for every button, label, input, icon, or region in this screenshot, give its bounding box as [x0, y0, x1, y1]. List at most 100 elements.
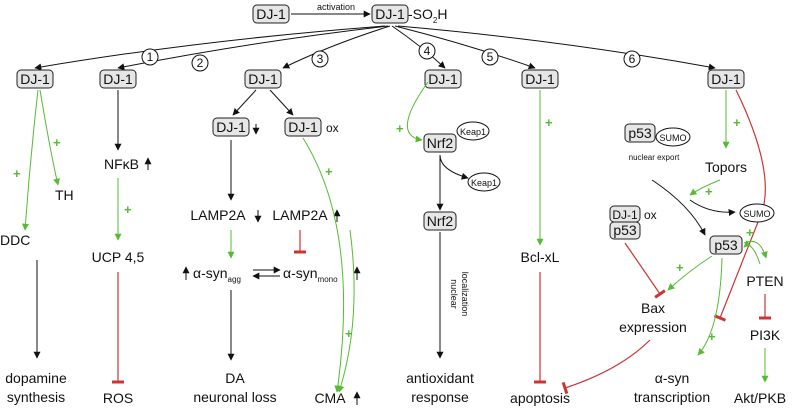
pathway-number-1: 1 — [147, 50, 154, 64]
p6-pten-to-p53-arrow — [743, 240, 761, 265]
pathway-number-5: 5 — [487, 50, 494, 64]
p5-dj1-box — [521, 69, 559, 89]
p1-out-line2: synthesis — [7, 389, 65, 405]
p1-plus-ddc: + — [13, 166, 21, 181]
p6-inhibit-bax — [624, 242, 666, 299]
p4-loc-line1: nuclear — [449, 279, 459, 309]
p6-sumo-b-label: SUMO — [744, 209, 771, 219]
pathway-number-2: 2 — [197, 56, 204, 70]
p2-nfkb: NFκB — [104, 156, 139, 172]
pathway-number-4: 4 — [424, 44, 431, 58]
p3-dj1-ox-label: DJ-1 — [288, 119, 318, 135]
p6-p53-box — [624, 123, 656, 143]
pathway-number-3: 3 — [317, 52, 324, 66]
p3-ox-to-cma-arrow — [302, 137, 345, 393]
p3-dj1-low-label: DJ-1 — [216, 119, 246, 135]
dj1-activated-label: DJ-1 — [375, 6, 405, 22]
p5-plus-bcl: + — [545, 115, 553, 130]
p2-ucp: UCP 4,5 — [92, 249, 145, 265]
p2-ros: ROS — [103, 390, 133, 406]
p6-asyn-line1: α-syn — [655, 370, 690, 386]
p1-dj1-box — [16, 69, 54, 89]
p3-lamp-down: LAMP2A — [190, 207, 246, 223]
p6-p53-b-label: p53 — [613, 222, 637, 238]
p1-out-line1: dopamine — [5, 370, 67, 386]
p4-out-line2: response — [411, 389, 469, 405]
p3-dj1-label: DJ-1 — [248, 71, 278, 87]
dj1-source-label: DJ-1 — [256, 6, 286, 22]
p4-loc-line2: localization — [460, 272, 470, 317]
p1-to-th-arrow — [39, 89, 61, 186]
p6-bax-line2: expression — [619, 319, 687, 335]
p3-out-line2: neuronal loss — [193, 389, 276, 405]
pathway-numbers: 1 2 3 4 5 6 — [141, 42, 641, 72]
p1-to-ddc-arrow — [21, 89, 39, 231]
p6-topors: Topors — [705, 159, 747, 175]
p1-dj1-label: DJ-1 — [20, 71, 50, 87]
p6-p53-b-box — [609, 221, 641, 240]
p3-ox-tag: ox — [326, 121, 339, 135]
p3-dj1-ox-box — [284, 117, 322, 137]
p6-akt: Akt/PKB — [734, 390, 786, 406]
pathway-fan-arrows — [34, 25, 716, 71]
p3-asyn-agg: α-synagg — [193, 265, 241, 284]
dj1-activated-box — [371, 4, 409, 24]
p4-nrf2-b-label: Nrf2 — [427, 213, 454, 229]
p6-bax-inhibit-apoptosis — [561, 339, 651, 395]
p5-dj1-label: DJ-1 — [525, 71, 555, 87]
p4-dj1-label: DJ-1 — [428, 71, 458, 87]
p2-plus-ucp: + — [124, 202, 132, 217]
p1-th: TH — [55, 187, 74, 203]
p3-out-line1: DA — [225, 370, 245, 386]
p6-p53-c-box — [709, 235, 743, 255]
p4-to-keap1-b-arrow — [439, 154, 469, 180]
p6-export-to-p53-arrow — [651, 179, 706, 236]
p3-lamp-up: LAMP2A — [272, 207, 328, 223]
p6-p53-to-bax-arrow — [667, 255, 713, 291]
p4-keap1-b: Keap1 — [471, 178, 497, 188]
p2-dj1-label: DJ-1 — [103, 71, 133, 87]
p6-dj1-label: DJ-1 — [711, 71, 741, 87]
p6-pi3k: PI3K — [750, 327, 781, 343]
so2h-label: -SO2H — [408, 6, 447, 25]
p3-cma: CMA — [314, 390, 346, 406]
p6-sumo-ellipse — [655, 127, 691, 147]
p6-p53-to-asyn-arrow — [697, 257, 723, 356]
dj1-source-box — [252, 4, 290, 24]
p6-plus-pten: + — [746, 225, 754, 240]
p6-p53-label: p53 — [628, 125, 652, 141]
p6-bax-line1: Bax — [641, 300, 665, 316]
p3-dj1-low-box — [212, 117, 250, 137]
p4-nrf2-b-box — [423, 211, 457, 231]
p4-out-line1: antioxidant — [406, 370, 474, 386]
p4-keap1-a: Keap1 — [460, 127, 486, 137]
p2-dj1-box — [99, 69, 137, 89]
p6-ox-tag: ox — [644, 208, 657, 222]
p6-asyn-line2: transcription — [634, 389, 710, 405]
p6-to-sumo-b-arrow — [689, 199, 736, 216]
p6-plus-sumoylation: + — [705, 184, 713, 199]
activation-label: activation — [317, 2, 355, 12]
p4-plus-nrf2: + — [396, 121, 404, 136]
p6-dj1-box — [707, 69, 745, 89]
p3-dj1-box — [244, 69, 282, 89]
pathway-number-6: 6 — [629, 52, 636, 66]
p6-plus-bax: + — [676, 260, 684, 275]
p4-nrf2-label: Nrf2 — [427, 135, 454, 151]
p6-pten: PTEN — [746, 273, 783, 289]
p4-keap1-ellipse-a — [456, 121, 490, 141]
p3-to-ox-arrow — [269, 89, 294, 116]
p6-plus-topors: + — [733, 115, 741, 130]
p1-ddc: DDC — [0, 232, 30, 248]
p6-topors-arrow — [689, 179, 721, 196]
p6-sumo-label: SUMO — [660, 133, 687, 143]
p6-sumo-b-ellipse — [739, 203, 775, 223]
p6-p53-c-label: p53 — [714, 237, 738, 253]
p6-plus-asyn: + — [708, 329, 716, 344]
p6-dj1-ox-label: DJ-1 — [612, 208, 638, 222]
p1-plus-th: + — [53, 135, 61, 150]
p4-nrf2-box — [423, 133, 457, 153]
p4-keap1-ellipse-b — [467, 172, 501, 192]
